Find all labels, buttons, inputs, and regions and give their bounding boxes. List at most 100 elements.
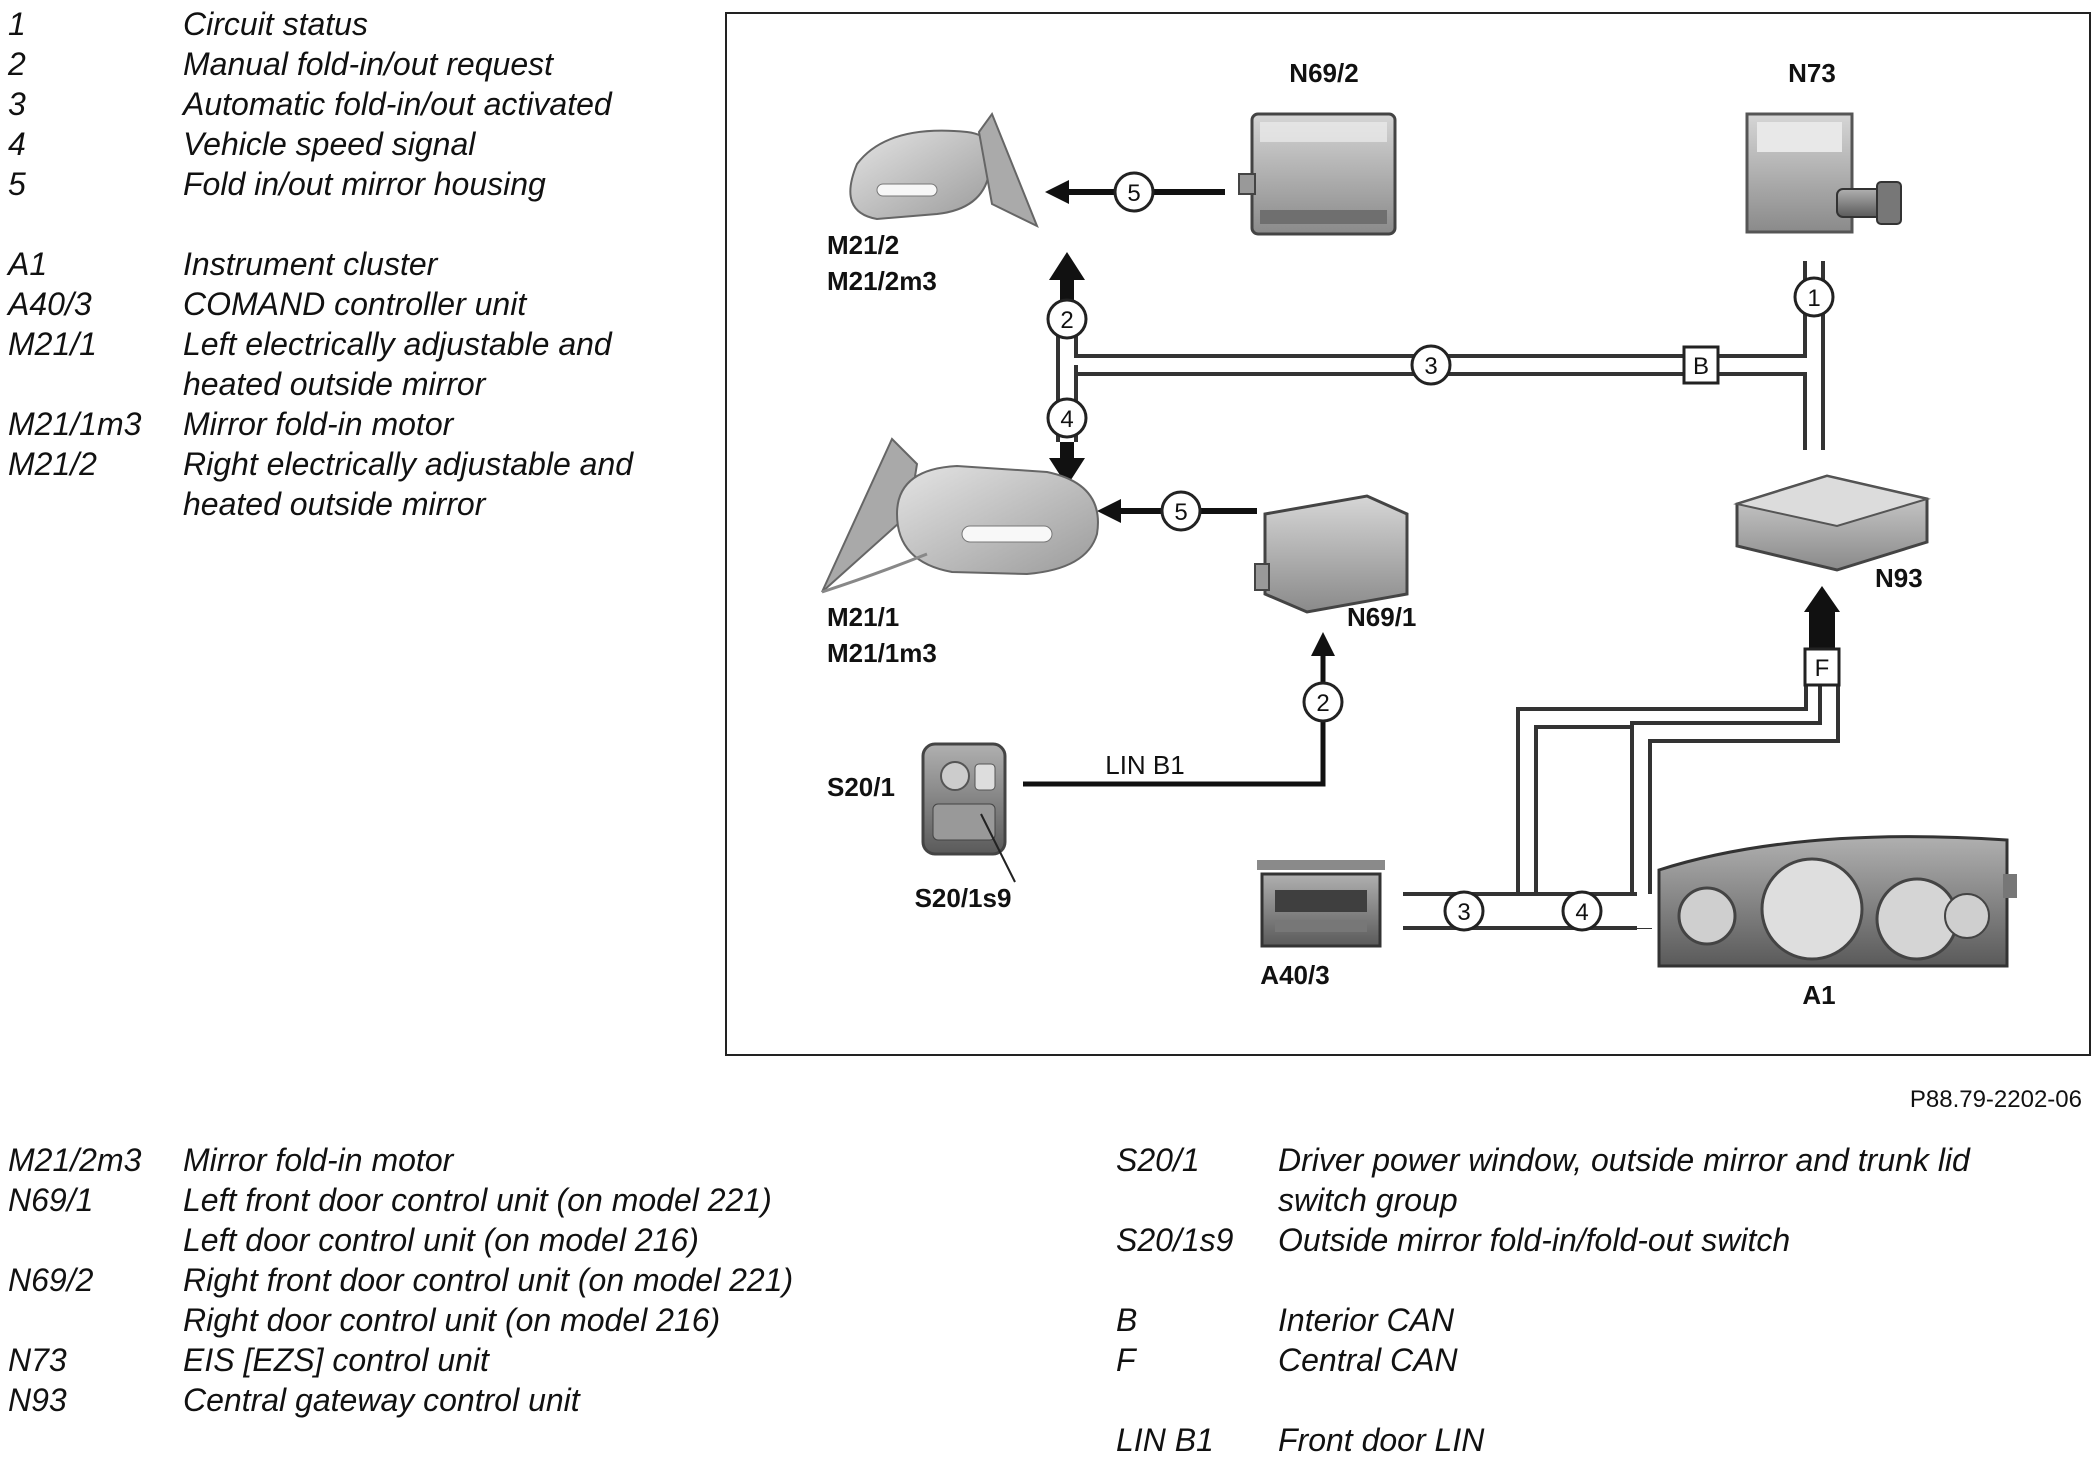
legend-description-line: switch group <box>1278 1182 1458 1218</box>
signal-circle-4-lower: 4 <box>1561 890 1603 932</box>
legend-description-line: Central CAN <box>1278 1342 1458 1378</box>
label-n93: N93 <box>1875 563 1923 593</box>
legend-row: A40/3 COMAND controller unit <box>8 284 648 324</box>
legend-row: M21/1 Left electrically adjustable and hea… <box>8 324 648 404</box>
legend-description: Right front door control unit (on model … <box>183 1260 1088 1340</box>
label-s20-1: S20/1 <box>827 772 895 802</box>
legend-description: Circuit status <box>183 4 648 44</box>
legend-description: Instrument cluster <box>183 244 648 284</box>
legend-description-line: Right door control unit (on model 216) <box>183 1302 721 1338</box>
legend-description: Automatic fold-in/out activated <box>183 84 648 124</box>
legend-description-line: Instrument cluster <box>183 246 438 282</box>
label-m21-2: M21/2 <box>827 230 899 260</box>
legend-description-line: heated outside mirror <box>183 486 486 522</box>
bus-label-f: F <box>1803 647 1841 687</box>
legend-description: EIS [EZS] control unit <box>183 1340 1088 1380</box>
svg-text:2: 2 <box>1060 307 1073 334</box>
m21-1-mirror <box>821 437 1099 594</box>
legend-description: Fold in/out mirror housing <box>183 164 648 204</box>
legend-row: LIN B1 Front door LIN <box>1116 1420 2096 1460</box>
svg-text:5: 5 <box>1174 499 1187 526</box>
legend-description-line: EIS [EZS] control unit <box>183 1342 489 1378</box>
legend-description-line: Front door LIN <box>1278 1422 1485 1458</box>
legend-description-line: Right front door control unit (on model … <box>183 1262 794 1298</box>
figure-reference: P88.79-2202-06 <box>1909 1086 2082 1113</box>
m21-2-mirror <box>849 111 1039 229</box>
legend-description: Outside mirror fold-in/fold-out switch <box>1278 1220 2096 1260</box>
signal-circle-5-lower: 5 <box>1160 490 1202 532</box>
legend-row: 4 Vehicle speed signal <box>8 124 648 164</box>
svg-text:4: 4 <box>1060 406 1073 433</box>
n93-gateway-module <box>1733 474 1931 572</box>
signal-circle-2-upper: 2 <box>1046 298 1088 340</box>
legend-description-line: heated outside mirror <box>183 366 486 402</box>
label-lin-b1: LIN B1 <box>1105 750 1185 780</box>
signal-circle-4-upper: 4 <box>1046 397 1088 439</box>
legend-row: 3 Automatic fold-in/out activated <box>8 84 648 124</box>
svg-text:5: 5 <box>1127 180 1140 207</box>
s20-1-switch-group <box>921 742 1016 883</box>
signal-circle-3-lower: 3 <box>1443 890 1485 932</box>
legend-code: LIN B1 <box>1116 1422 1214 1458</box>
legend-description-line: Right electrically adjustable and <box>183 446 634 482</box>
legend-code: M21/1 <box>8 326 97 362</box>
svg-text:2: 2 <box>1316 690 1329 717</box>
svg-text:B: B <box>1693 353 1709 380</box>
legend-description: Central CAN <box>1278 1340 2096 1380</box>
legend-gap <box>1116 1260 2096 1300</box>
legend-code: A40/3 <box>8 286 92 322</box>
legend-description-line: Fold in/out mirror housing <box>183 166 546 202</box>
legend-description-line: COMAND controller unit <box>183 286 527 322</box>
legend-description: Mirror fold-in motor <box>183 404 648 444</box>
legend-description-line: Vehicle speed signal <box>183 126 476 162</box>
signal-circle-2-lower: 2 <box>1302 681 1344 723</box>
label-a40-3: A40/3 <box>1260 960 1329 990</box>
legend-description: Right electrically adjustable and heated … <box>183 444 648 524</box>
label-n69-1: N69/1 <box>1347 602 1416 632</box>
svg-text:4: 4 <box>1575 899 1588 926</box>
legend-row: S20/1s9 Outside mirror fold-in/fold-out s… <box>1116 1220 2096 1260</box>
legend-description: Manual fold-in/out request <box>183 44 648 84</box>
legend-description-line: Interior CAN <box>1278 1302 1455 1338</box>
label-m21-1: M21/1 <box>827 602 899 632</box>
legend-description-line: Central gateway control unit <box>183 1382 580 1418</box>
a40-3-comand-unit <box>1257 860 1385 948</box>
legend-code: S20/1s9 <box>1116 1222 1234 1258</box>
label-a1: A1 <box>1802 980 1835 1010</box>
legend-description: Vehicle speed signal <box>183 124 648 164</box>
legend-description: Driver power window, outside mirror and … <box>1278 1140 2096 1220</box>
svg-text:3: 3 <box>1424 353 1437 380</box>
svg-text:F: F <box>1815 655 1830 682</box>
legend-description-line: Left door control unit (on model 216) <box>183 1222 699 1258</box>
signal-circle-3-upper: 3 <box>1410 344 1452 386</box>
legend-description: Left electrically adjustable and heated o… <box>183 324 648 404</box>
legend-code: 4 <box>8 126 26 162</box>
legend-description-line: Left electrically adjustable and <box>183 326 612 362</box>
legend-description: COMAND controller unit <box>183 284 648 324</box>
n69-2-module <box>1238 112 1397 236</box>
legend-code: 3 <box>8 86 26 122</box>
bus-label-b: B <box>1682 345 1720 385</box>
label-n73: N73 <box>1788 58 1836 88</box>
svg-text:1: 1 <box>1807 285 1820 312</box>
legend-description: Central gateway control unit <box>183 1380 1088 1420</box>
svg-text:3: 3 <box>1457 899 1470 926</box>
label-s20-1s9: S20/1s9 <box>915 883 1012 913</box>
legend-gap <box>8 204 648 244</box>
signal-circle-1: 1 <box>1793 276 1835 318</box>
signal-circle-5-upper: 5 <box>1113 171 1155 213</box>
legend-description: Left front door control unit (on model 2… <box>183 1180 1088 1260</box>
